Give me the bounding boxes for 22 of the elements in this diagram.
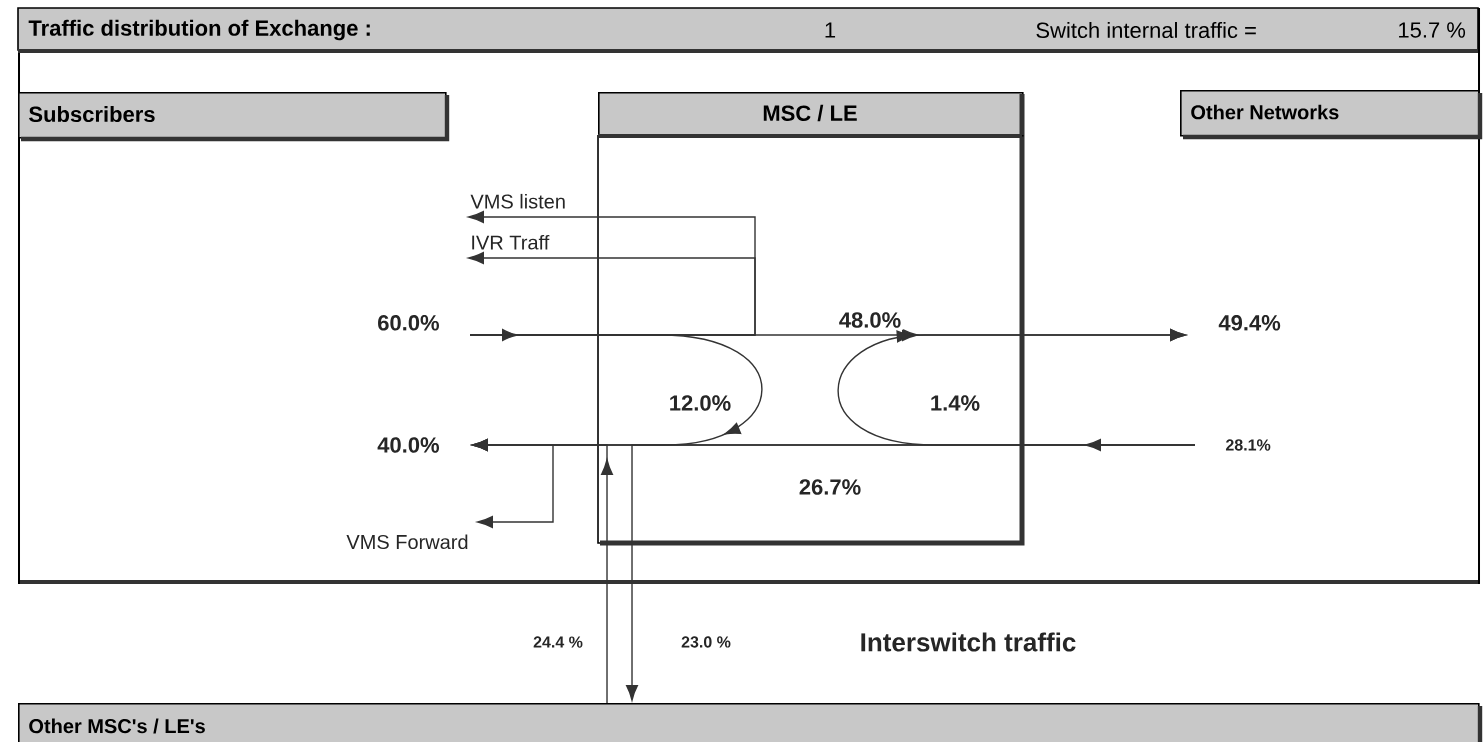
- flow-label: 49.4%: [1218, 315, 1281, 331]
- section-band: Other MSC's / LE's: [18, 703, 1483, 742]
- flow-arrow: [472, 439, 613, 704]
- edge-label: 12.0%: [666, 393, 734, 413]
- edge-label: 1.4%: [927, 393, 983, 413]
- edge-label: 24.4 %: [531, 634, 585, 650]
- flow-label: VMS listen: [470, 193, 565, 209]
- edge-label: 23.0 %: [679, 634, 733, 650]
- flow-arrow: [626, 444, 1196, 701]
- section-band: MSC / LE: [598, 92, 1025, 138]
- caption-text: Interswitch traffic: [861, 632, 1076, 652]
- flow-label: 60.0%: [378, 315, 439, 331]
- section-band: Other Networks: [1180, 90, 1483, 140]
- flow-label: VMS Forward: [346, 534, 468, 550]
- flow-label: 28.1%: [1225, 439, 1271, 451]
- flow-arrow: [468, 252, 756, 336]
- flow-arrow: [477, 444, 554, 528]
- flow-label: 40.0%: [377, 437, 439, 453]
- edge-label: 26.7%: [796, 477, 864, 497]
- section-band: Subscribers: [18, 92, 450, 142]
- edge-label: 48.0%: [836, 310, 904, 330]
- flow-label: IVR Traff: [472, 234, 550, 250]
